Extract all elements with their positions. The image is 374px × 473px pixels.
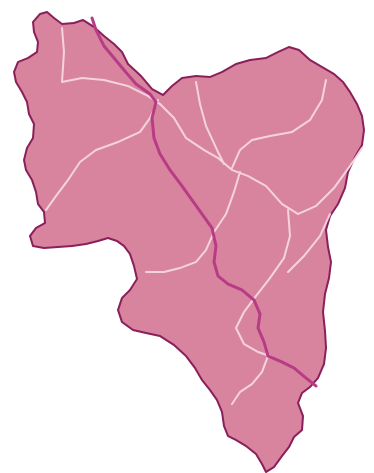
road-north — [195, 81, 225, 165]
region-outline — [13, 11, 365, 473]
road-northwest — [61, 27, 161, 105]
main-river — [90, 16, 318, 388]
road-south — [231, 355, 269, 405]
road-central-east — [159, 103, 363, 215]
road-east-south — [235, 209, 291, 357]
road-east — [287, 213, 331, 273]
road-west — [45, 99, 159, 211]
road-northeast — [231, 79, 327, 169]
road-central-south — [145, 171, 241, 273]
secondary-roads — [45, 27, 363, 405]
